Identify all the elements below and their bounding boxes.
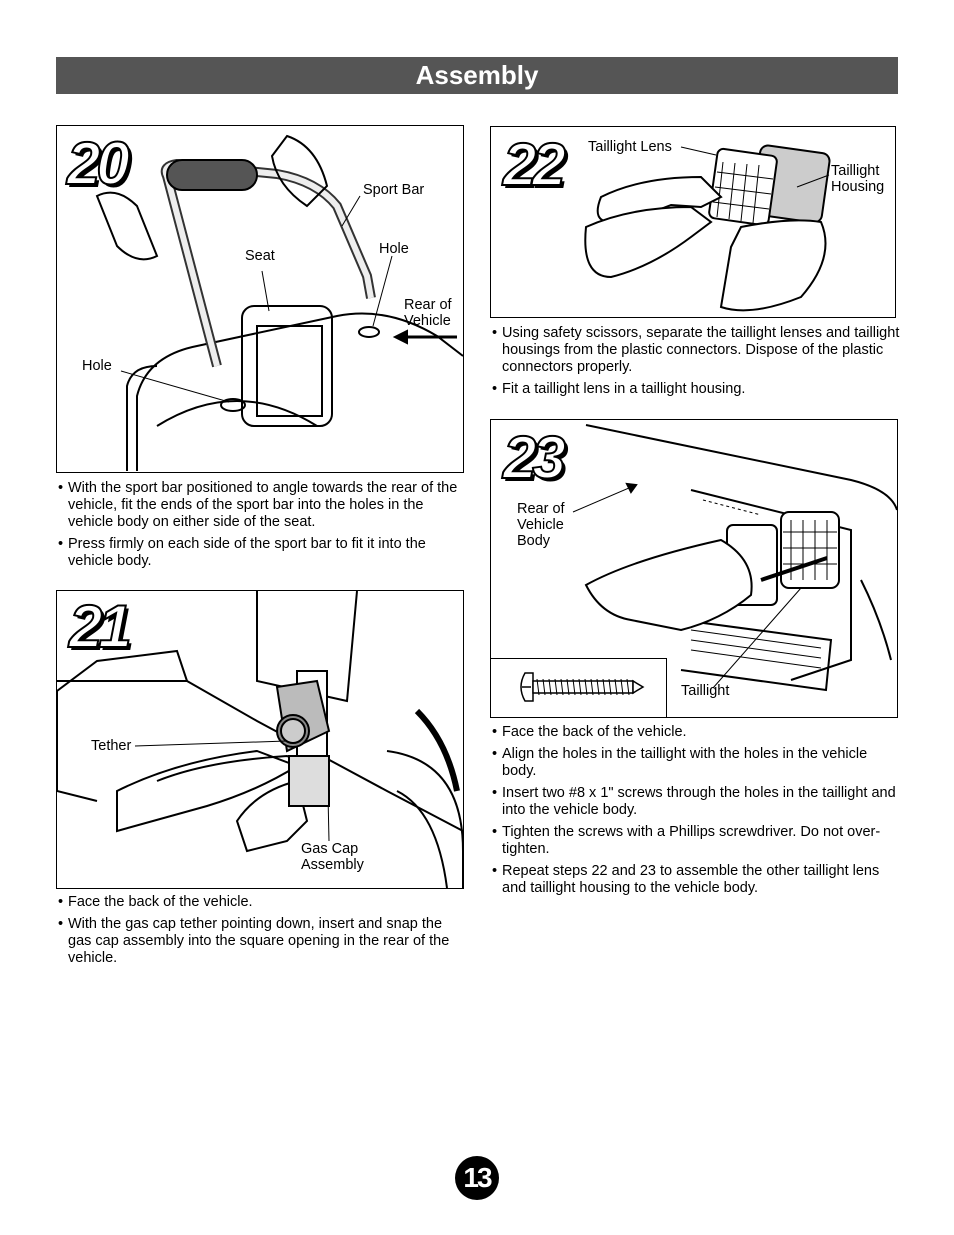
step-22-illustration: 22 Taillight Lens Taillight Housing [490,126,896,318]
callout-seat: Seat [245,248,275,264]
instruction-item: Align the holes in the taillight with th… [492,746,904,780]
instruction-item: With the sport bar positioned to angle t… [58,480,468,531]
instruction-item: Insert two #8 x 1" screws through the ho… [492,785,904,819]
callout-taillight-lens: Taillight Lens [588,139,672,155]
step-number: 20 [66,130,131,197]
step-number: 21 [68,593,133,660]
instruction-item: Press firmly on each side of the sport b… [58,536,468,570]
instruction-item: Fit a taillight lens in a taillight hous… [492,381,900,398]
instruction-item: Using safety scissors, separate the tail… [492,325,900,376]
callout-hole-left: Hole [82,358,112,374]
callout-sport-bar: Sport Bar [363,182,425,198]
section-title: Assembly [56,57,898,94]
step-21-illustration: 21 Tether Gas Cap Assembly [56,590,464,889]
callout-taillight-housing: Taillight Housing [831,163,885,195]
taillight-install-illustration [572,424,897,692]
page-number: 13 [455,1156,499,1200]
step-21-instructions: Face the back of the vehicle. With the g… [58,894,468,972]
instruction-item: Face the back of the vehicle. [58,894,468,911]
instruction-item: Tighten the screws with a Phillips screw… [492,824,904,858]
step-number: 22 [502,131,567,198]
sport-bar-illustration [95,134,463,471]
callout-tether: Tether [91,738,132,754]
step-23-instructions: Face the back of the vehicle. Align the … [492,724,904,902]
step-22-instructions: Using safety scissors, separate the tail… [492,325,900,403]
callout-hole-right: Hole [379,241,409,257]
instruction-item: With the gas cap tether pointing down, i… [58,916,468,967]
step-20-illustration: 20 Sport Bar Hole Seat Rear of Vehicle H… [56,125,464,473]
instruction-item: Repeat steps 22 and 23 to assemble the o… [492,863,904,897]
callout-taillight: Taillight [681,683,730,699]
step-23-illustration: 23 Rear of Vehicle Body Taillight [490,419,898,718]
step-20-instructions: With the sport bar positioned to angle t… [58,480,468,575]
gas-cap-illustration [57,591,463,888]
step-number: 23 [502,424,567,491]
callout-gas-cap-assembly: Gas Cap Assembly [301,841,364,873]
callout-rear-of-vehicle: Rear of Vehicle [404,297,452,329]
screw-icon [520,672,645,702]
callout-rear-of-vehicle-body: Rear of Vehicle Body [517,501,565,549]
screw-inset [491,658,667,717]
instruction-item: Face the back of the vehicle. [492,724,904,741]
taillight-lens-illustration [584,144,831,312]
